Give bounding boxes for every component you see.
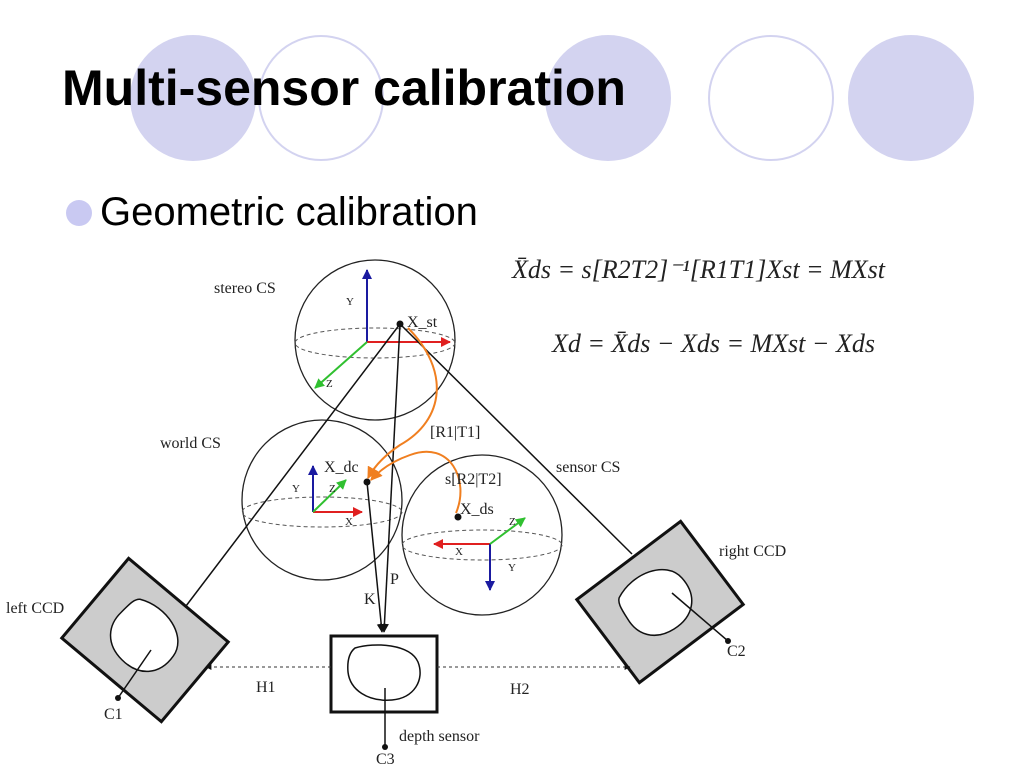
label-stereo-cs: stereo CS bbox=[214, 280, 276, 297]
decor-circle-5 bbox=[848, 35, 974, 161]
stereo-sphere bbox=[294, 259, 456, 421]
label-h1: H1 bbox=[256, 679, 276, 696]
label-k: K bbox=[364, 591, 376, 608]
label-c1: C1 bbox=[104, 706, 123, 723]
point-x-dc bbox=[363, 478, 371, 486]
decor-circle-2 bbox=[258, 35, 384, 161]
left-ccd bbox=[59, 556, 231, 724]
line-stereo-to-right-ccd bbox=[399, 323, 633, 555]
sensor-x-label: X bbox=[455, 546, 463, 558]
label-world-cs: world CS bbox=[160, 435, 221, 452]
world-y-label: Y bbox=[292, 483, 300, 495]
stereo-y-label: Y bbox=[346, 296, 354, 308]
pin-c2-dot bbox=[725, 638, 731, 644]
bullet-dot-icon bbox=[66, 199, 92, 226]
decor-circle-3 bbox=[545, 35, 671, 161]
bullet-item: Geometric calibration bbox=[66, 190, 478, 235]
sensor-z-axis bbox=[489, 517, 526, 545]
label-h2: H2 bbox=[510, 681, 530, 698]
world-sphere bbox=[241, 419, 403, 581]
label-p: P bbox=[390, 571, 399, 588]
world-z-axis bbox=[312, 479, 347, 513]
pin-c1 bbox=[117, 649, 152, 699]
pin-c2 bbox=[671, 592, 729, 642]
transform-arrow-r1t1 bbox=[367, 327, 438, 480]
slide-title: Multi-sensor calibration bbox=[62, 60, 626, 116]
label-x-dc: X_dc bbox=[324, 459, 359, 476]
equation-2: Xd = X̄ds − Xds = MXst − Xds bbox=[551, 329, 875, 358]
label-r2t2: s[R2|T2] bbox=[445, 471, 502, 488]
stereo-z-axis bbox=[314, 341, 368, 389]
equation-1: X̄ds = s[R2T2]⁻¹[R1T1]Xst = MXst bbox=[511, 255, 886, 284]
sensor-y-label: Y bbox=[508, 562, 516, 574]
point-x-ds bbox=[454, 513, 462, 521]
label-c3: C3 bbox=[376, 751, 395, 768]
label-depth-sensor: depth sensor bbox=[399, 728, 480, 745]
stereo-z-label: Z bbox=[326, 378, 333, 390]
bullet-text: Geometric calibration bbox=[100, 190, 478, 234]
decor-circle-1 bbox=[130, 35, 256, 161]
label-right-ccd: right CCD bbox=[719, 543, 786, 560]
pin-c1-dot bbox=[115, 695, 121, 701]
label-c2: C2 bbox=[727, 643, 746, 660]
decor-circle-4 bbox=[708, 35, 834, 161]
pin-c3-dot bbox=[382, 744, 388, 750]
sensor-z-label: Z bbox=[509, 516, 516, 528]
label-r1t1: [R1|T1] bbox=[430, 424, 480, 441]
arrow-stereo-to-depth bbox=[379, 323, 401, 633]
world-x-label: X bbox=[345, 516, 353, 528]
right-ccd bbox=[574, 519, 746, 685]
sensor-sphere bbox=[401, 454, 563, 616]
point-x-st bbox=[396, 320, 404, 328]
arrow-world-to-depth bbox=[366, 481, 386, 633]
transform-arrow-r2t2 bbox=[370, 450, 462, 514]
depth-sensor bbox=[329, 634, 439, 714]
line-stereo-to-left-ccd bbox=[185, 323, 401, 607]
label-x-ds: X_ds bbox=[460, 501, 494, 518]
label-left-ccd: left CCD bbox=[6, 600, 64, 617]
world-z-label: Z bbox=[329, 483, 336, 495]
label-x-st: X_st bbox=[407, 314, 438, 331]
label-sensor-cs: sensor CS bbox=[556, 459, 620, 476]
